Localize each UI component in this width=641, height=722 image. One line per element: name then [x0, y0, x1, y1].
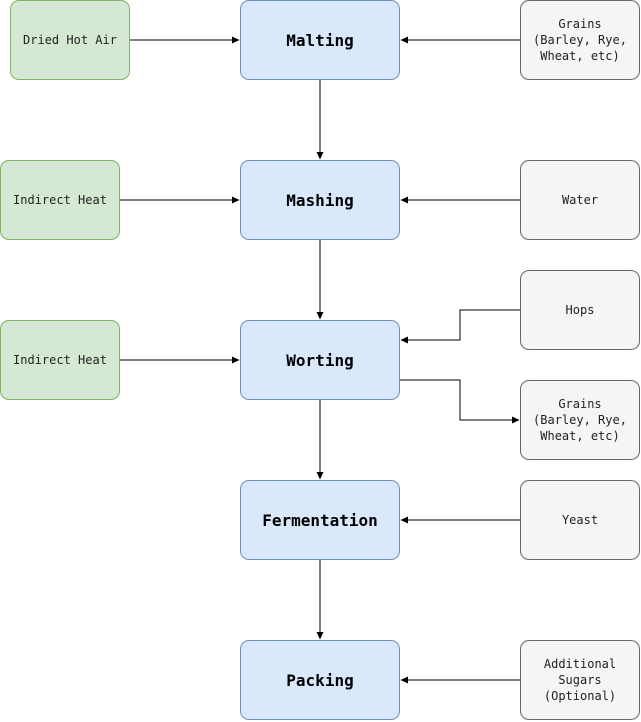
step-malting-label: Malting [286, 30, 354, 50]
arrow-hops-to-worting [400, 309, 520, 344]
step-packing: Packing [240, 640, 400, 720]
step-fermentation: Fermentation [240, 480, 400, 560]
heat-indirect-worting-label: Indirect Heat [13, 353, 107, 367]
step-mashing-label: Mashing [286, 190, 354, 210]
step-worting: Worting [240, 320, 400, 400]
ingredient-grains-output-label: Grains (Barley, Rye, Wheat, etc) [533, 397, 627, 443]
heat-indirect-mashing-label: Indirect Heat [13, 193, 107, 207]
step-worting-label: Worting [286, 350, 354, 370]
heat-dried-hot-air: Dried Hot Air [10, 0, 130, 80]
ingredient-water-label: Water [561, 193, 599, 207]
ingredient-yeast-label: Yeast [561, 513, 599, 527]
ingredient-water: Water [520, 160, 640, 240]
heat-indirect-mashing: Indirect Heat [0, 160, 120, 240]
heat-indirect-worting: Indirect Heat [0, 320, 120, 400]
ingredient-hops: Hops [520, 270, 640, 350]
step-mashing: Mashing [240, 160, 400, 240]
step-malting: Malting [240, 0, 400, 80]
step-fermentation-label: Fermentation [262, 510, 378, 530]
ingredient-grains-input: Grains (Barley, Rye, Wheat, etc) [520, 0, 640, 80]
ingredient-additional-sugars-label: Additional Sugars (Optional) [543, 657, 617, 703]
ingredient-hops-label: Hops [565, 303, 595, 317]
ingredient-additional-sugars: Additional Sugars (Optional) [520, 640, 640, 720]
ingredient-grains-output: Grains (Barley, Rye, Wheat, etc) [520, 380, 640, 460]
heat-dried-hot-air-label: Dried Hot Air [23, 33, 117, 47]
ingredient-yeast: Yeast [520, 480, 640, 560]
ingredient-grains-input-label: Grains (Barley, Rye, Wheat, etc) [533, 17, 627, 63]
step-packing-label: Packing [286, 670, 354, 690]
arrow-worting-to-grains [400, 379, 520, 424]
